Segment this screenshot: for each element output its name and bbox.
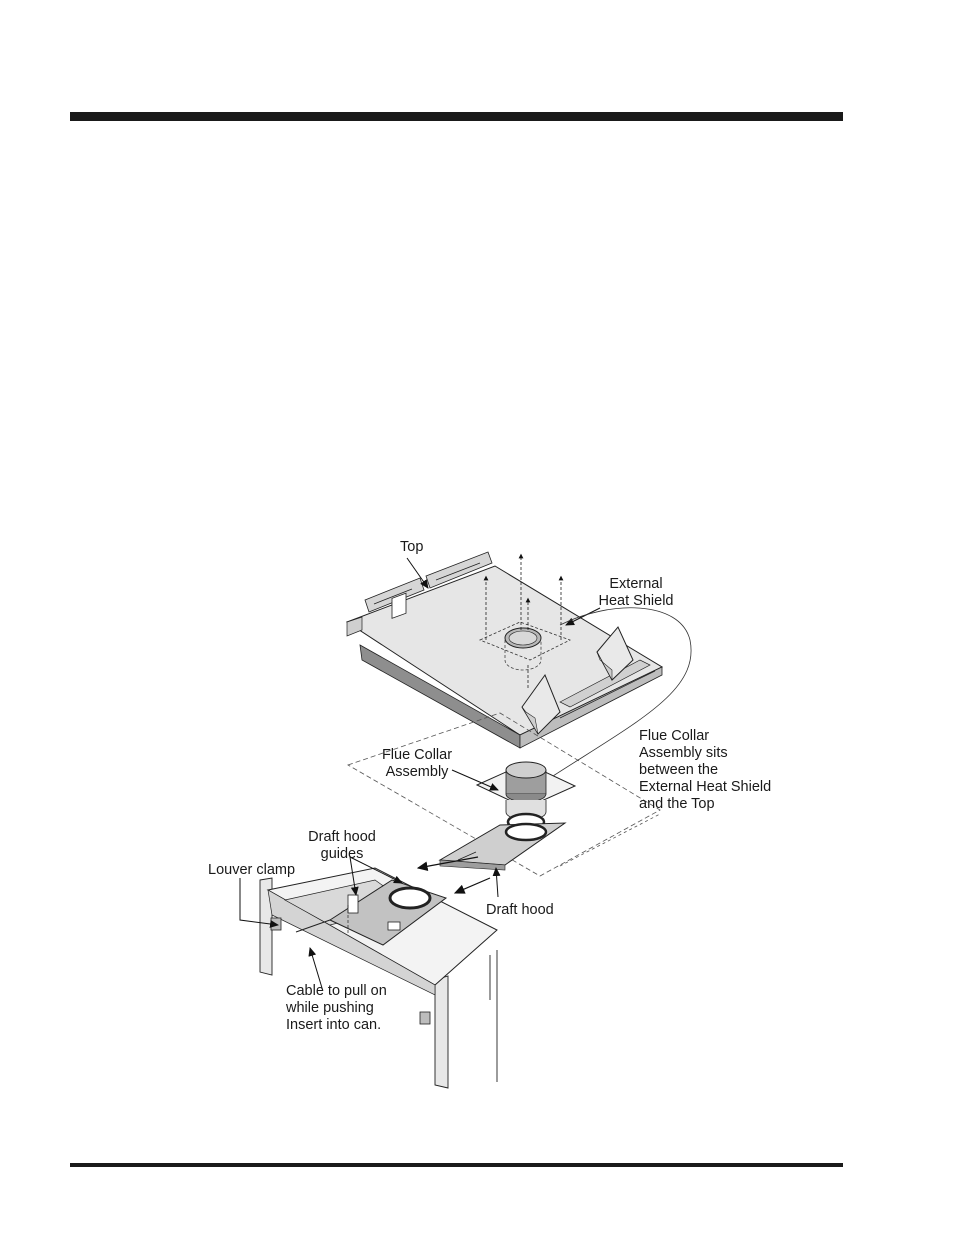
label-top: Top xyxy=(400,539,424,555)
label-cable-line2: while pushing xyxy=(286,1000,374,1016)
label-flue-collar-assembly-line1: Flue Collar xyxy=(381,747,453,763)
label-cable-line3: Insert into can. xyxy=(286,1017,382,1033)
header-rule xyxy=(70,112,843,121)
label-draft-hood-guides-line2: guides xyxy=(320,846,364,862)
label-cable-line1: Cable to pull on xyxy=(286,983,387,999)
label-flue-collar-assembly-line2: Assembly xyxy=(385,764,449,780)
flue-note-line1: Flue Collar xyxy=(639,728,710,744)
label-louver-clamp: Louver clamp xyxy=(208,862,296,878)
label-draft-hood: Draft hood xyxy=(486,902,554,918)
draft-hood-plate xyxy=(438,822,567,871)
footprint-outline xyxy=(347,712,661,877)
flue-collar-assembly xyxy=(475,761,577,832)
label-draft-hood-guides-line1: Draft hood xyxy=(308,829,376,845)
top-panel xyxy=(345,551,664,749)
footer-rule xyxy=(70,1163,843,1167)
label-external-heat-shield-line1: External xyxy=(609,576,663,592)
flue-note-line4: External Heat Shield xyxy=(639,779,772,795)
flue-note-line2: Assembly sits xyxy=(639,745,728,761)
flue-note-line3: between the xyxy=(639,762,719,778)
flue-note-line5: and the Top xyxy=(639,796,715,812)
label-external-heat-shield-line2: Heat Shield xyxy=(598,593,674,609)
leader-lines xyxy=(239,557,692,989)
insert-can xyxy=(259,867,498,1089)
